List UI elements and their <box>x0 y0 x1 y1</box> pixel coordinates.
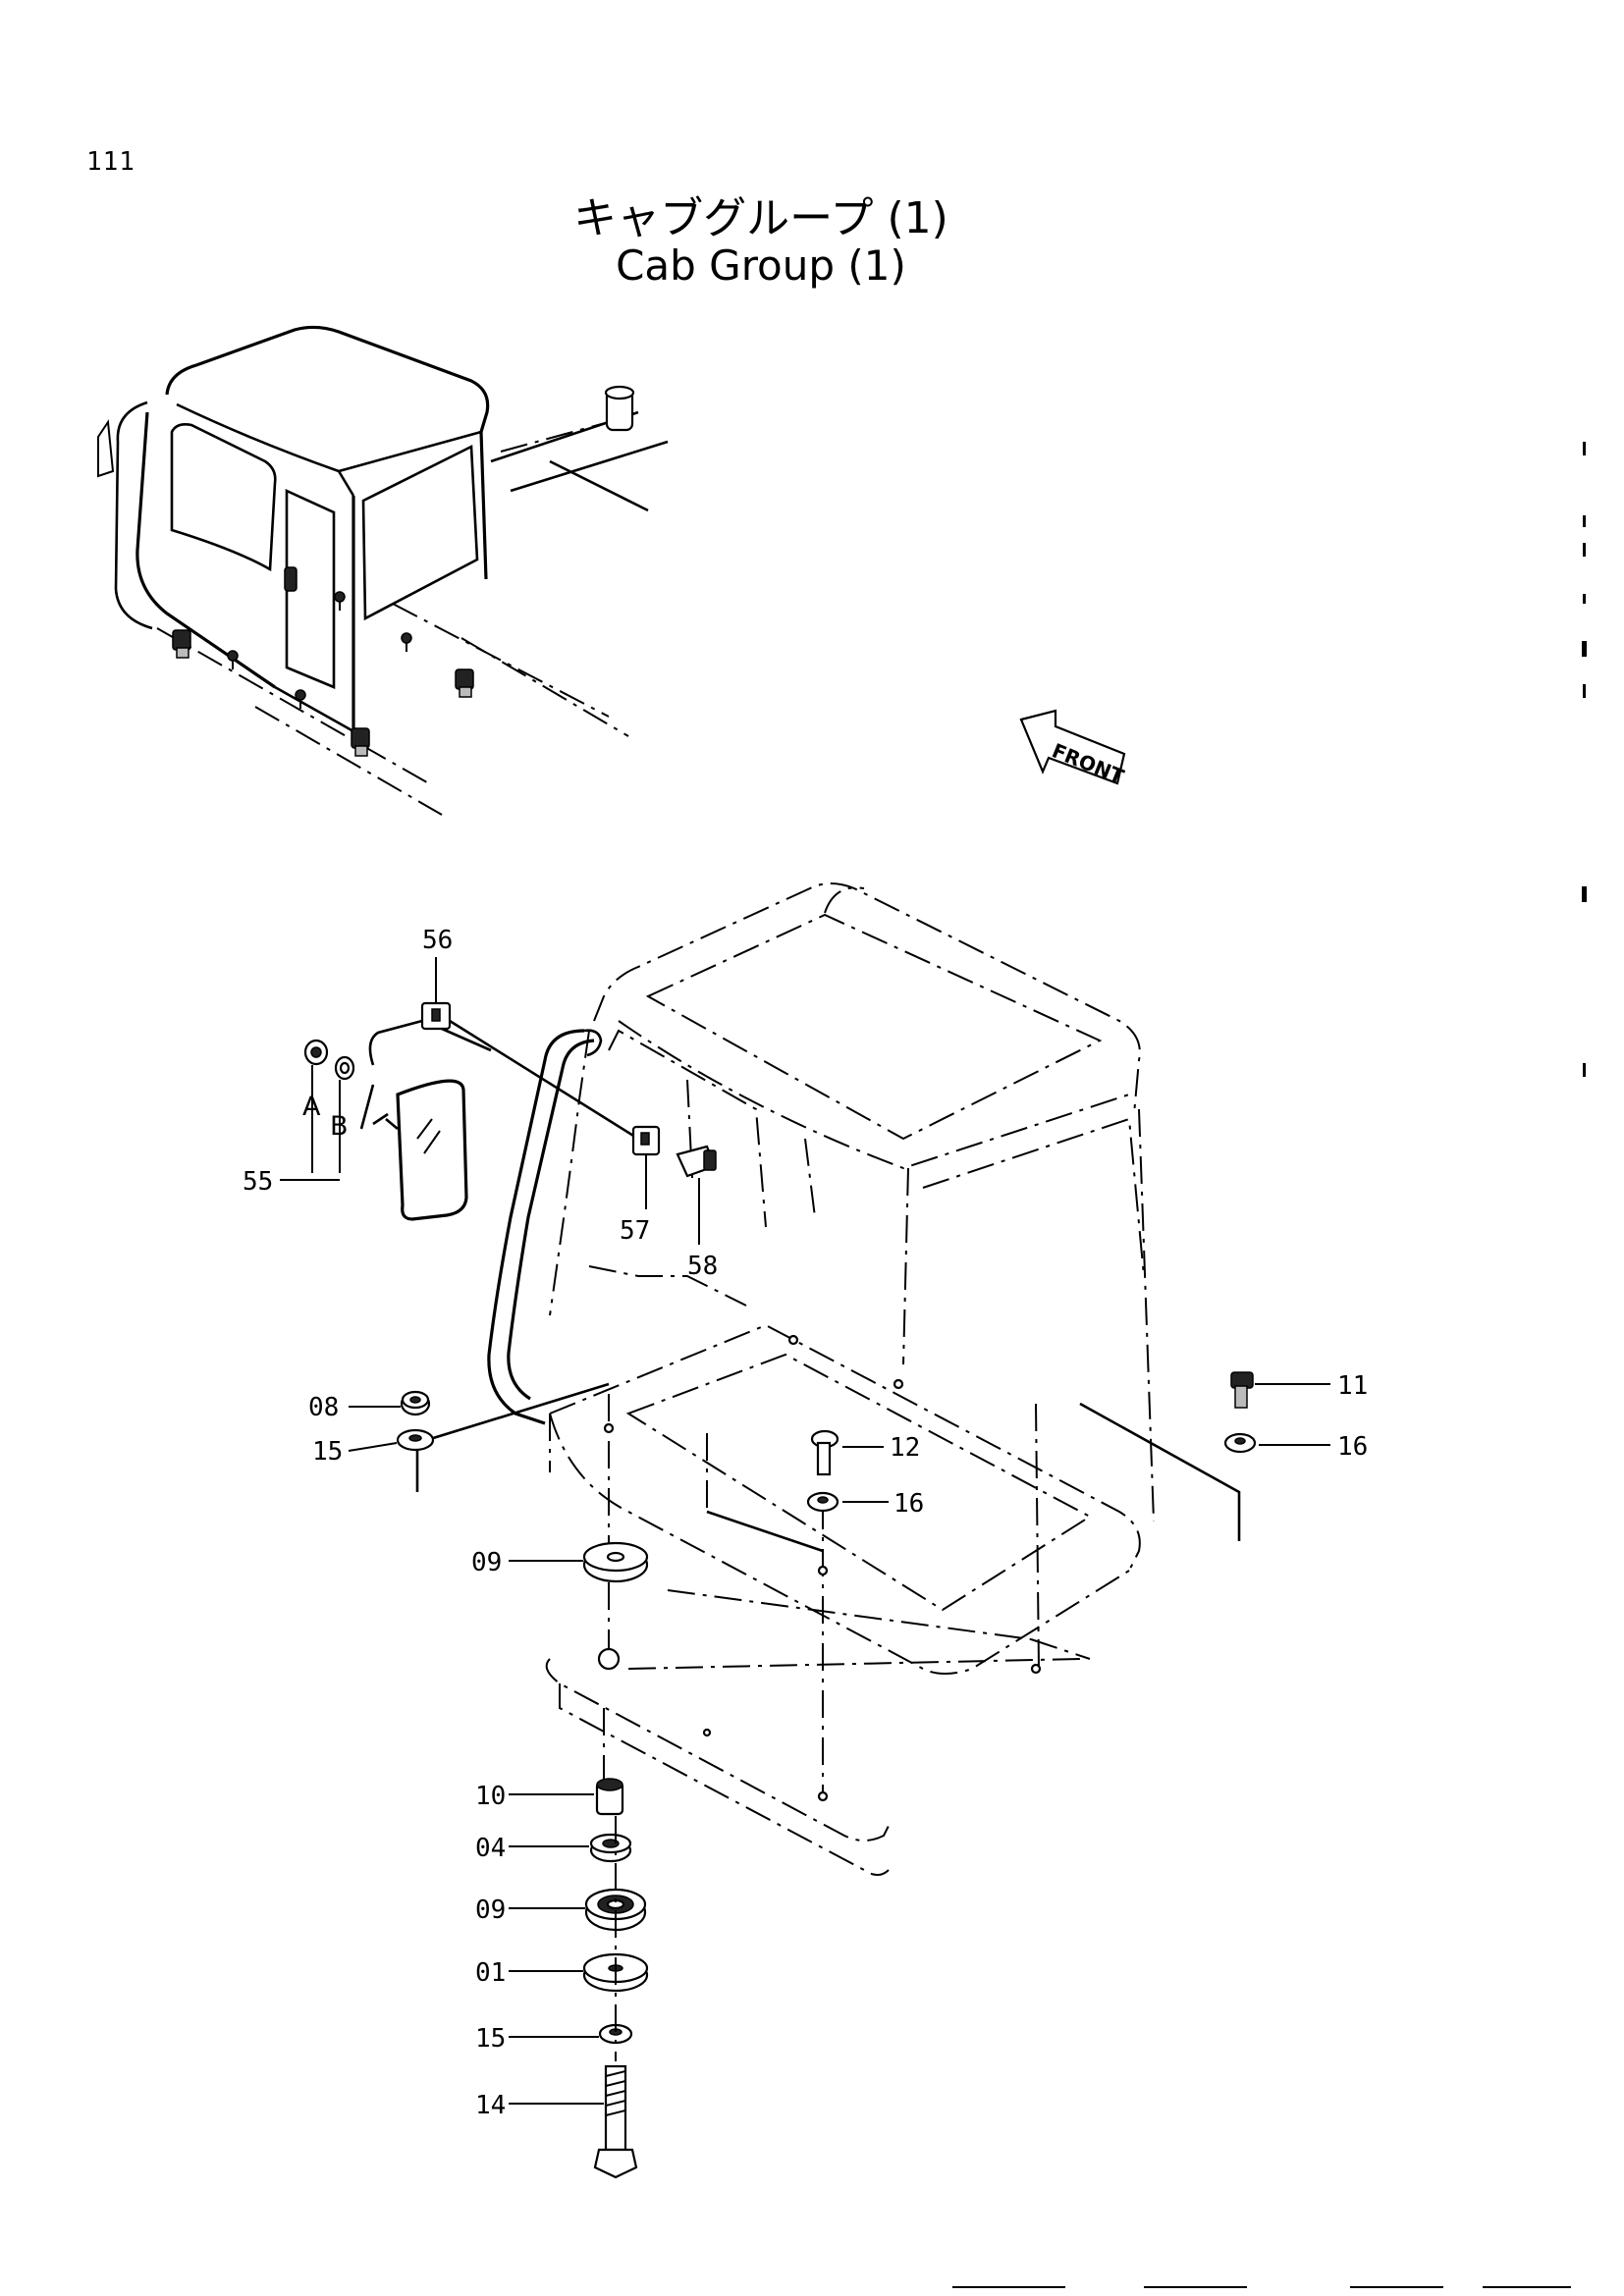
bolt-58 <box>676 1145 717 1178</box>
bracket-57 <box>631 1125 661 1156</box>
bolt-12 <box>810 1429 839 1476</box>
callout-15-lower: 15 <box>475 2024 506 2054</box>
mirror-55 <box>359 1079 468 1221</box>
callout-16-right: 16 <box>1337 1432 1368 1462</box>
washer-04 <box>589 1833 632 1863</box>
title-japanese: キャブグループ (1) <box>573 193 948 243</box>
main-cab-drawing <box>415 882 1241 1876</box>
title-english: Cab Group (1) <box>616 241 906 290</box>
mirror-bracket-56 <box>368 1001 492 1066</box>
callout-leaders <box>280 957 1330 2105</box>
callout-15-upper: 15 <box>312 1437 343 1467</box>
mirror-assembly <box>303 1001 717 1221</box>
front-arrow: FRONT <box>1019 709 1127 788</box>
callout-a: A <box>302 1092 321 1122</box>
callout-01: 01 <box>475 1958 506 1988</box>
rubber-mount-09a <box>582 1541 649 1583</box>
callout-labels: 56 A B 55 57 58 08 15 11 12 16 16 09 10 … <box>243 926 1368 2120</box>
washer-16b <box>1223 1432 1257 1454</box>
callout-16-center: 16 <box>893 1489 924 1519</box>
overview-mount-mid <box>351 727 370 757</box>
overview-cab-drawing <box>97 325 669 816</box>
overview-mount-front <box>172 629 191 659</box>
spacer-10 <box>595 1778 624 1816</box>
callout-11: 11 <box>1337 1371 1368 1401</box>
callout-14: 14 <box>475 2091 506 2120</box>
overview-hinge-a <box>284 566 298 592</box>
page-number: 111 <box>86 147 135 177</box>
washer-16a <box>806 1491 839 1513</box>
washer-b <box>334 1055 355 1081</box>
nut-08 <box>400 1390 431 1416</box>
bolt-14 <box>593 2064 638 2179</box>
margin-marks <box>1582 442 1587 1077</box>
callout-b: B <box>330 1111 349 1142</box>
washer-15a <box>396 1428 435 1452</box>
nut-a <box>303 1039 329 1066</box>
callout-09-upper: 09 <box>471 1548 502 1577</box>
callout-08: 08 <box>308 1393 339 1422</box>
bolt-11 <box>1230 1371 1254 1409</box>
callout-12: 12 <box>890 1433 920 1463</box>
overview-bolts <box>227 591 412 709</box>
callout-58: 58 <box>687 1252 718 1281</box>
callout-09-lower: 09 <box>475 1896 506 1925</box>
callout-04: 04 <box>475 1834 506 1863</box>
callout-55: 55 <box>243 1167 273 1197</box>
callout-10: 10 <box>475 1782 506 1811</box>
overview-mount-rear <box>455 668 474 698</box>
callout-57: 57 <box>620 1216 650 1246</box>
callout-56: 56 <box>422 926 453 955</box>
